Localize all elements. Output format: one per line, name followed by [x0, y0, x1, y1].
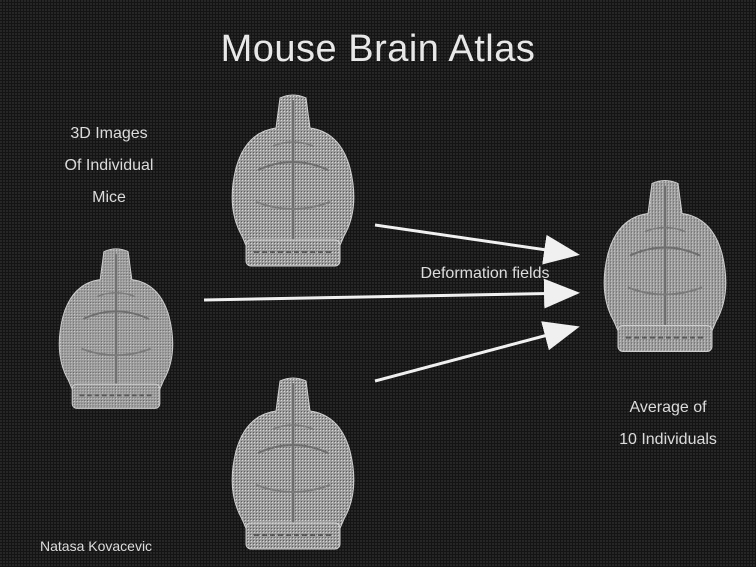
deformation-fields-label: Deformation fields — [385, 264, 585, 284]
label-line: 10 Individuals — [593, 424, 743, 456]
average-label: Average of 10 Individuals — [593, 392, 743, 456]
label-line: Average of — [593, 392, 743, 424]
arrow-icon — [375, 328, 574, 381]
arrow-icon — [375, 225, 574, 254]
arrow-icon — [204, 293, 574, 300]
author-credit: Natasa Kovacevic — [40, 538, 152, 554]
